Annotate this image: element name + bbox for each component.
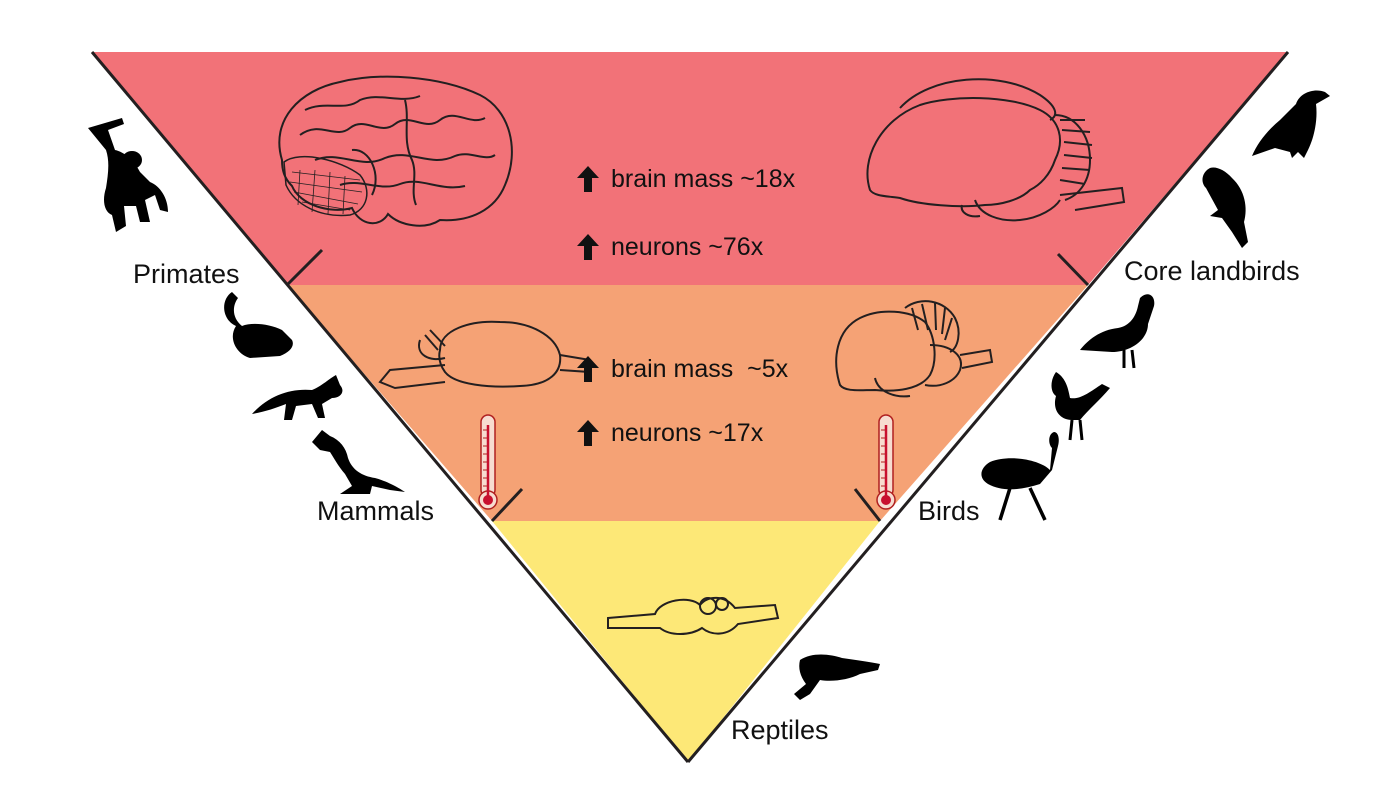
upper-neurons-text: neurons ~76x <box>611 232 764 261</box>
rodent-icon <box>224 292 293 358</box>
up-arrow-icon <box>577 420 599 446</box>
up-arrow-icon <box>577 234 599 260</box>
bottom-band <box>492 521 880 762</box>
top-band <box>92 52 1288 285</box>
lower-brain-mass-text: brain mass ~5x <box>611 354 789 383</box>
thermometer-left-icon <box>478 414 498 510</box>
lizard-icon <box>794 654 880 700</box>
monkey-icon <box>88 118 168 232</box>
rooster-icon <box>1051 372 1110 441</box>
reptiles-label: Reptiles <box>731 715 829 745</box>
up-arrow-icon <box>577 356 599 382</box>
primates-label: Primates <box>133 259 240 289</box>
middle-band <box>287 285 1088 521</box>
bird-brain-top-icon <box>866 78 1126 222</box>
kangaroo-icon <box>312 430 405 494</box>
reptile-brain-icon <box>607 596 780 635</box>
thermometer-right-icon <box>876 414 896 510</box>
goose-icon <box>1080 294 1155 369</box>
left-edge-line <box>90 51 690 763</box>
core-landbirds-branch-tick <box>1056 252 1090 287</box>
primate-brain-icon <box>278 75 513 227</box>
up-arrow-icon <box>577 166 599 192</box>
primates-branch-tick <box>285 248 324 287</box>
bird-brain-middle-icon <box>835 300 994 398</box>
mammals-branch-tick <box>490 487 524 523</box>
lower-brain-mass-stat: brain mass ~5x <box>577 356 788 382</box>
parrot-icon <box>1202 167 1248 248</box>
ostrich-icon <box>981 432 1059 521</box>
crow-icon <box>1252 90 1330 158</box>
mammal-brain-icon <box>378 320 591 390</box>
upper-brain-mass-stat: brain mass ~18x <box>577 166 795 192</box>
right-edge-line <box>686 51 1290 763</box>
lower-neurons-text: neurons ~17x <box>611 418 764 447</box>
fox-icon <box>252 375 343 420</box>
core-landbirds-label: Core landbirds <box>1124 256 1300 286</box>
upper-neurons-stat: neurons ~76x <box>577 234 763 260</box>
birds-label: Birds <box>918 496 980 526</box>
upper-brain-mass-text: brain mass ~18x <box>611 164 796 193</box>
birds-branch-tick <box>853 488 882 522</box>
mammals-label: Mammals <box>317 496 435 526</box>
lower-neurons-stat: neurons ~17x <box>577 420 763 446</box>
